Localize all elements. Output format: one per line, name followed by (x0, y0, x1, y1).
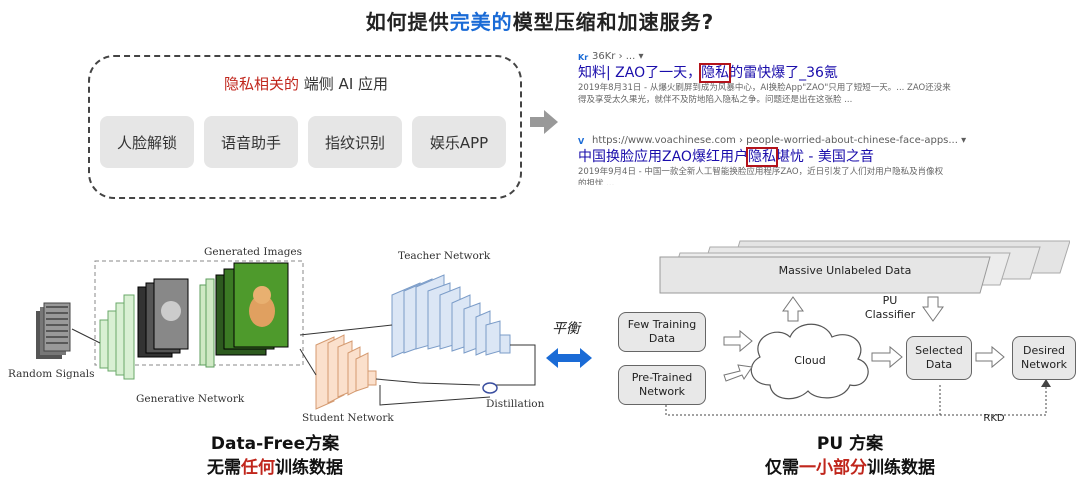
caption-text: 训练数据 (275, 458, 343, 478)
down-arrow-icon (922, 296, 944, 322)
hollow-arrow-icon (975, 345, 1005, 369)
random-signals-label: Random Signals (8, 368, 95, 380)
caption-text: 仅需 (765, 458, 799, 478)
connection-lines (71, 324, 536, 406)
balance-label: 平衡 (552, 321, 580, 337)
desired-line1: Desired (1022, 344, 1066, 357)
data-free-caption: Data-Free方案 无需任何训练数据 (150, 432, 400, 480)
voa-logo-icon: V (578, 137, 585, 146)
result-title-link[interactable]: 中国换脸应用ZAO爆红用户隐私堪忧 - 美国之音 (578, 147, 998, 167)
student-network-label: Student Network (302, 412, 394, 424)
random-signals-icon (36, 302, 71, 359)
selected-line1: Selected (915, 344, 963, 357)
app-entertainment: 娱乐APP (412, 116, 506, 168)
result-title-part: 堪忧 - 美国之音 (775, 149, 874, 165)
up-arrow-icon (782, 296, 804, 322)
app-voice-assistant: 语音助手 (204, 116, 298, 168)
result-title-link[interactable]: 知料| ZAO了一天，隐私的雷快爆了_36氪 (578, 63, 998, 83)
generator-green-layers (199, 278, 215, 368)
result-title-highlight: 隐私 (699, 63, 732, 83)
rkd-path (665, 385, 1047, 416)
cloud-shape (750, 323, 869, 400)
caption-emphasis: 任何 (241, 458, 275, 478)
apps-heading-privacy: 隐私相关的 (224, 75, 300, 93)
result-title-part: 知料| ZAO了一天， (578, 65, 702, 81)
apps-heading: 隐私相关的 端侧 AI 应用 (224, 73, 388, 94)
title-suffix: 模型压缩和加速服务? (512, 10, 715, 34)
generative-network-label: Generative Network (136, 393, 245, 405)
caption-text: 无需 (207, 458, 241, 478)
caption-emphasis: 一小部分 (799, 458, 867, 478)
selected-line2: Data (925, 358, 953, 371)
pu-classifier-label: PU Classifier (850, 294, 930, 322)
pretrained-line2: Network (639, 385, 685, 398)
pu-caption: PU 方案 仅需一小部分训练数据 (720, 432, 980, 480)
hollow-arrow-icon (871, 345, 903, 369)
pu-diagram (659, 240, 1070, 416)
result-snippet: 2019年9月4日 - 中国一款全新人工智能换脸应用程序ZAO，近日引发了人们对… (578, 167, 944, 177)
distillation-label: Distillation (486, 398, 545, 410)
pretrained-line1: Pre-Trained (631, 371, 693, 384)
pu-classifier-line2: Classifier (864, 308, 916, 321)
caption-text: 方案 (305, 434, 340, 454)
generative-dashed-box (94, 260, 304, 366)
double-arrow-icon (546, 348, 592, 368)
massive-data-label: Massive Unlabeled Data (778, 264, 912, 277)
caption-text: PU 方案 (816, 434, 884, 454)
few-training-line1: Few Training (627, 318, 697, 331)
result-snippet: 得及享受太久果光，就伴不及防地陷入隐私之争。问题还是出在这张脸 ... (578, 95, 853, 105)
result-snippet: 2019年8月31日 - 从爆火刷屏到成为风暴中心，AI换脸App"ZAO"只用… (578, 83, 951, 93)
generated-image-cat (215, 262, 289, 356)
generative-network-layers (99, 294, 135, 380)
rkd-label: RKD (983, 413, 1005, 424)
teacher-network-layers (391, 274, 511, 358)
result-title-part: 中国换脸应用ZAO爆红用户 (578, 149, 748, 165)
result-source-text: 36Kr › ... ▾ (592, 51, 644, 62)
result-title-highlight: 隐私 (745, 147, 778, 167)
desired-line2: Network (1021, 358, 1067, 371)
pu-classifier-line1: PU (882, 294, 898, 307)
generated-images-label: Generated Images (204, 246, 303, 258)
rkd-arrowhead-icon (1041, 379, 1051, 387)
caption-text: Data-Free (210, 434, 306, 454)
title-highlight: 完美的 (449, 10, 513, 34)
caption-text: 训练数据 (867, 458, 935, 478)
hollow-arrow-icon (723, 329, 753, 353)
teacher-network-label: Teacher Network (398, 250, 491, 262)
app-face-unlock: 人脸解锁 (100, 116, 194, 168)
apps-heading-rest: 端侧 AI 应用 (299, 75, 389, 93)
data-free-diagram (36, 260, 536, 410)
massive-data-stack (659, 240, 1070, 294)
result-source-text: https://www.voachinese.com › people-worr… (592, 135, 967, 146)
title-prefix: 如何提供 (365, 10, 450, 34)
36kr-logo-icon: Kr (578, 53, 589, 62)
result-title-part: 的雷快爆了_36氪 (729, 65, 838, 81)
page-title: 如何提供完美的模型压缩和加速服务? (0, 6, 1080, 35)
app-fingerprint: 指纹识别 (308, 116, 402, 168)
result-snippet: 的担忧 ... (578, 179, 615, 185)
right-arrow-icon (530, 110, 558, 134)
apps-dashed-box (88, 55, 522, 199)
distillation-node-icon (482, 382, 498, 394)
few-training-line2: Data (648, 332, 676, 345)
cloud-label: Cloud (794, 354, 826, 367)
hollow-arrow-icon (723, 364, 753, 382)
generated-image-gray (137, 278, 189, 358)
student-network-layers (315, 334, 377, 410)
